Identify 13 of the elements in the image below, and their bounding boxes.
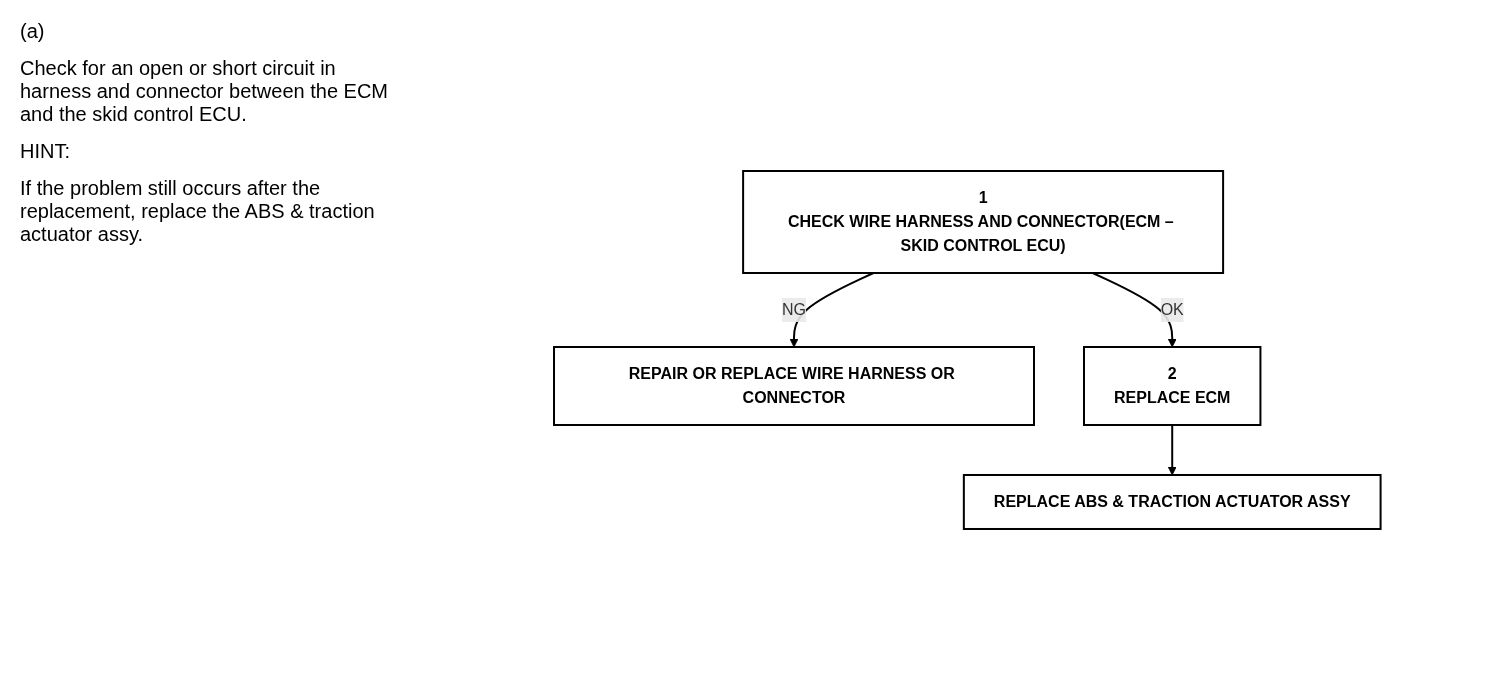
edge-label: NG [781, 300, 806, 318]
arrow [789, 272, 875, 348]
note-text: Check for an open or short circuit in harness and connector between the ECM and the skid control ECU. [20, 57, 389, 126]
node-box: 1 CHECK WIRE HARNESS AND CONNECTOR(ECM – SKID CONTROL ECU) [741, 170, 1224, 274]
node-box: 2 REPLACE ECM [1082, 346, 1262, 426]
note-text: (a) [20, 20, 46, 43]
node-box: REPLACE ABS & TRACTION ACTUATOR ASSY [962, 474, 1382, 530]
edge-label: OK [1160, 300, 1184, 318]
arrow [1091, 272, 1177, 348]
arrow [1167, 424, 1177, 476]
note-text: HINT: [20, 140, 71, 163]
node-box: REPAIR OR REPLACE WIRE HARNESS OR CONNECTOR [552, 346, 1035, 426]
note-text: If the problem still occurs after the replacement, replace the ABS & traction actuator assy. [20, 177, 376, 246]
